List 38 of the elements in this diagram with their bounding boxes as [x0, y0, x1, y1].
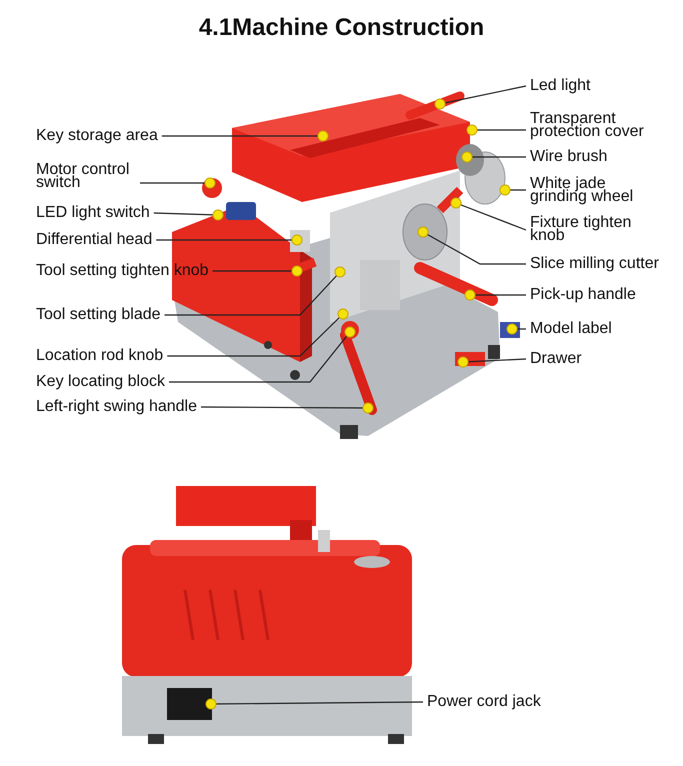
part-label: Differential head	[36, 232, 152, 248]
part-label: Drawer	[530, 351, 582, 367]
part-label: White jade grinding wheel	[530, 177, 655, 203]
part-label: Power cord jack	[427, 694, 541, 710]
leader-line	[167, 308, 348, 357]
leader-line	[462, 152, 526, 162]
part-label: Wire brush	[530, 149, 608, 165]
leader-line	[450, 198, 526, 231]
leader-line	[434, 85, 526, 110]
leader-line	[500, 184, 526, 196]
part-label: Location rod knob	[36, 348, 164, 364]
leader-line	[458, 356, 526, 368]
part-label: Left-right swing handle	[36, 399, 197, 415]
leader-line	[206, 698, 423, 710]
part-label: Key locating block	[36, 374, 165, 390]
part-label: Slice milling cutter	[530, 256, 659, 272]
part-label: LED light switch	[36, 205, 150, 221]
part-label: Transparent protection cover	[530, 112, 665, 138]
part-label: Key storage area	[36, 128, 158, 144]
leader-line	[168, 326, 356, 383]
leader-line	[506, 324, 526, 334]
leader-line	[466, 124, 526, 136]
leader-line	[418, 226, 526, 265]
part-label: Tool setting tighten knob	[36, 263, 209, 279]
leader-line	[212, 266, 302, 276]
page-title: 4.1Machine Construction	[198, 14, 486, 42]
part-label: Motor control switch	[36, 163, 136, 189]
leader-line	[154, 210, 224, 220]
part-label: Fixture tighten knob	[530, 216, 650, 242]
part-label: Tool setting blade	[36, 307, 161, 323]
part-label: Model label	[530, 321, 612, 337]
leader-line	[200, 402, 374, 414]
leader-line	[156, 234, 302, 246]
leader-line	[162, 130, 328, 142]
part-label: Pick-up handle	[530, 287, 636, 303]
part-label: Led light	[530, 78, 590, 94]
leader-line	[464, 290, 526, 300]
leader-line	[140, 178, 216, 188]
